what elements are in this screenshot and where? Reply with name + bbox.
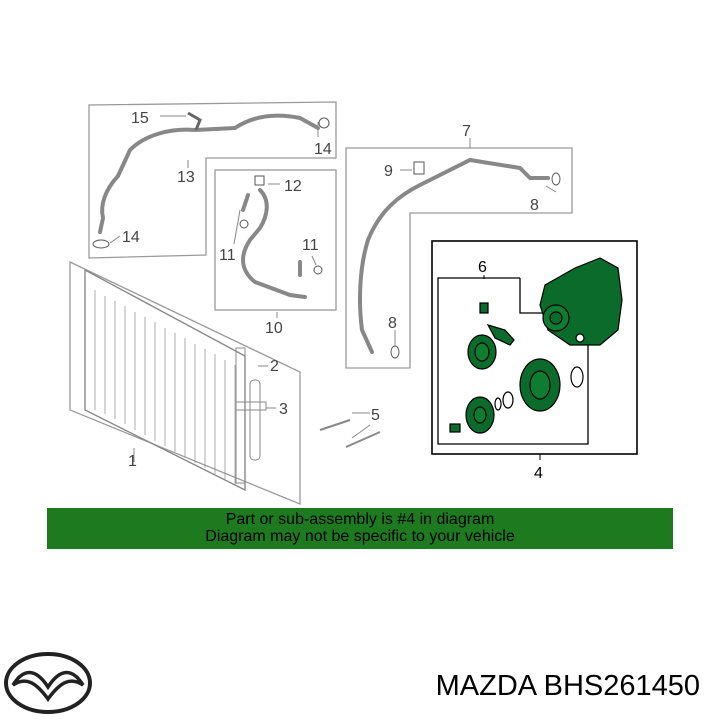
snap-ring-small xyxy=(502,391,514,409)
nut-12 xyxy=(254,175,265,186)
callout-11-left: 11 xyxy=(219,247,236,264)
o-ring-11-b xyxy=(313,265,323,275)
pipe-assembly-7-frame xyxy=(345,147,573,369)
o-ring-14-top xyxy=(318,117,330,129)
clutch-6-frame xyxy=(437,277,589,445)
mazda-logo-icon xyxy=(4,652,92,714)
receiver-drier-2 xyxy=(249,379,261,461)
part-number-label: MAZDA BHS261450 xyxy=(435,670,700,702)
hose-assembly-10-frame xyxy=(214,169,337,311)
bolt-5 xyxy=(319,419,381,448)
o-ring-8-top xyxy=(551,172,561,186)
condenser-1 xyxy=(84,268,246,492)
callout-14-top: 14 xyxy=(314,141,332,158)
callout-4: 4 xyxy=(534,465,543,482)
callout-1: 1 xyxy=(128,453,137,470)
discharge-hose-10 xyxy=(241,188,307,299)
callout-14-bottom: 14 xyxy=(122,229,140,246)
callout-15: 15 xyxy=(131,110,149,127)
condenser-frame xyxy=(69,260,301,505)
callout-11-right: 11 xyxy=(302,237,319,254)
o-ring-11-a xyxy=(239,219,249,229)
bolt-9 xyxy=(413,161,425,175)
callout-13: 13 xyxy=(177,169,195,186)
suction-hose-13 xyxy=(98,113,320,234)
notice-line-1: Part or sub-assembly is #4 in diagram xyxy=(225,511,495,528)
callout-3: 3 xyxy=(279,401,288,418)
notice-line-2: Diagram may not be specific to your vehi… xyxy=(205,528,515,545)
compressor-body xyxy=(539,257,623,346)
callout-6: 6 xyxy=(478,259,487,276)
o-ring-8-bottom xyxy=(390,345,400,359)
parts-diagram: 15 14 13 14 12 11 11 10 7 9 8 8 2 3 5 1 … xyxy=(69,101,638,505)
snap-ring-large xyxy=(570,366,584,388)
compressor-4-frame xyxy=(431,240,638,455)
o-ring-14-bottom xyxy=(92,239,110,249)
callout-8-top: 8 xyxy=(530,197,539,214)
callout-9: 9 xyxy=(384,163,393,180)
shim xyxy=(494,397,502,411)
callout-2: 2 xyxy=(270,358,279,375)
clutch-parts-6 xyxy=(449,302,561,434)
callout-12: 12 xyxy=(284,178,302,195)
bracket-3 xyxy=(235,401,267,411)
hose-assembly-13-frame xyxy=(88,101,337,259)
callout-10: 10 xyxy=(265,320,283,337)
callout-7: 7 xyxy=(462,123,471,140)
callout-5: 5 xyxy=(371,407,380,424)
notice-banner: Part or sub-assembly is #4 in diagram Di… xyxy=(47,508,673,549)
callout-8-bottom: 8 xyxy=(388,315,397,332)
liquid-pipe-7 xyxy=(358,157,550,354)
